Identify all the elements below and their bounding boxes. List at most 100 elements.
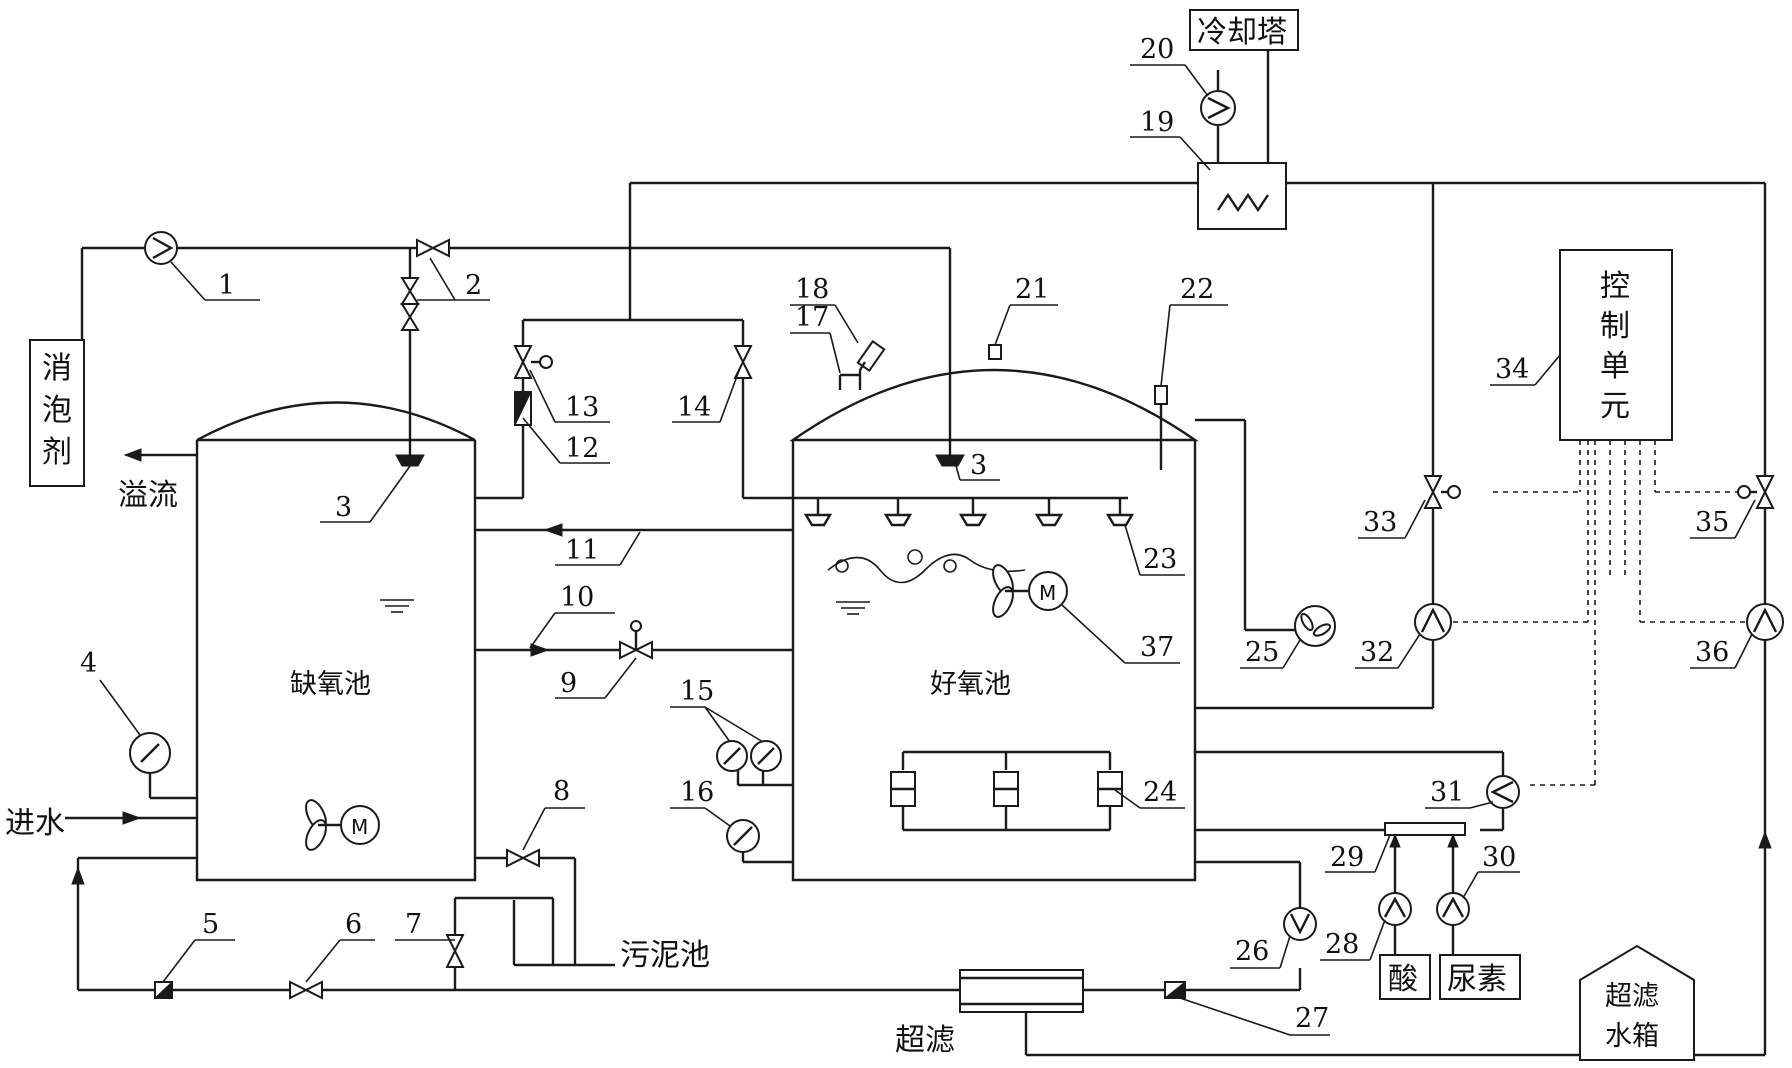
callout-1: 1 xyxy=(218,270,235,301)
callout-10: 10 xyxy=(560,582,594,613)
aerators-icon xyxy=(890,750,1123,832)
callout-24: 24 xyxy=(1143,777,1177,808)
callout-13: 13 xyxy=(565,392,599,423)
heat-exchanger-icon xyxy=(1197,162,1287,230)
uf-tank-label-line1: 超滤 xyxy=(1605,981,1659,1012)
callout-8: 8 xyxy=(553,776,570,807)
callout-7: 7 xyxy=(405,909,422,940)
inlet-label: 进水 xyxy=(5,806,65,841)
aerobic-tank-label: 好氧池 xyxy=(930,669,1011,700)
pump-icon xyxy=(1283,907,1317,941)
pump-icon xyxy=(144,231,178,265)
urea-label: 尿素 xyxy=(1447,962,1507,997)
gauge-icon xyxy=(726,819,760,853)
solenoid-valve-icon xyxy=(1737,475,1775,509)
callout-5: 5 xyxy=(202,909,219,940)
sludge-tank-label: 污泥池 xyxy=(620,938,710,973)
uf-water-tank: 超滤 水箱 xyxy=(1579,944,1695,1061)
control-valve-icon xyxy=(619,620,653,660)
svg-text:M: M xyxy=(351,815,368,839)
ultrafiltration-label: 超滤 xyxy=(895,1023,955,1058)
svg-text:M: M xyxy=(1039,581,1056,605)
pressure-gauge-icon xyxy=(129,732,171,774)
callout-17: 17 xyxy=(795,302,829,333)
mixer-icon: M xyxy=(992,564,1068,618)
urea-tank: 尿素 xyxy=(1439,954,1521,1000)
callout-32: 32 xyxy=(1360,637,1394,668)
probe-icon xyxy=(1154,385,1168,470)
pump-icon xyxy=(1486,775,1520,809)
valve-icon xyxy=(289,980,323,1000)
check-valve-icon xyxy=(153,980,173,999)
callout-18: 18 xyxy=(795,274,829,305)
spray-nozzles-icon xyxy=(750,496,1135,527)
sensor-icon xyxy=(856,339,886,373)
piping xyxy=(65,50,1772,1057)
callout-33: 33 xyxy=(1363,507,1397,538)
water-level-icon xyxy=(836,601,870,615)
antifoam-label: 消 泡 剂 xyxy=(42,351,82,470)
callout-4: 4 xyxy=(80,648,97,679)
pump-icon xyxy=(1200,90,1236,126)
control-unit-label: 控 制 单 元 xyxy=(1600,269,1640,424)
callout-23: 23 xyxy=(1143,544,1177,575)
callout-31: 31 xyxy=(1430,777,1464,808)
callout-25: 25 xyxy=(1245,637,1279,668)
pump-icon xyxy=(1414,603,1452,641)
callout-27: 27 xyxy=(1295,1003,1329,1034)
pump-icon xyxy=(1746,603,1784,641)
callout-29: 29 xyxy=(1330,842,1364,873)
callout-3a: 3 xyxy=(335,492,352,523)
foam-icon xyxy=(827,549,1026,584)
acid-tank: 酸 xyxy=(1379,954,1431,1000)
gauge-pair-icon xyxy=(716,740,782,772)
callout-9: 9 xyxy=(560,668,577,699)
callout-15: 15 xyxy=(680,676,714,707)
mixer-icon: M xyxy=(305,799,380,851)
water-level-icon xyxy=(380,599,414,613)
anoxic-tank-label: 缺氧池 xyxy=(290,669,371,700)
callout-22: 22 xyxy=(1180,274,1214,305)
control-signal-lines xyxy=(1453,440,1745,786)
check-valve-icon xyxy=(1163,980,1186,999)
solenoid-valve-icon xyxy=(1423,475,1461,509)
spray-nozzle-icon xyxy=(935,454,965,467)
valve-icon xyxy=(506,848,540,868)
acid-label: 酸 xyxy=(1388,962,1418,997)
uf-tank-label-line2: 水箱 xyxy=(1605,1021,1659,1052)
valve-icon xyxy=(400,303,420,331)
callout-12: 12 xyxy=(565,433,599,464)
callout-14: 14 xyxy=(677,392,711,423)
overflow: 溢流 xyxy=(118,448,197,513)
cooling-tower: 冷却塔 xyxy=(1189,9,1299,51)
pump-icon xyxy=(1436,892,1470,926)
callout-2: 2 xyxy=(465,270,482,301)
callout-19: 19 xyxy=(1140,107,1174,138)
callout-34: 34 xyxy=(1495,354,1529,385)
pump-icon xyxy=(1378,892,1412,926)
check-valve-icon xyxy=(514,391,532,426)
callout-21: 21 xyxy=(1015,274,1049,305)
callout-16: 16 xyxy=(680,777,714,808)
dosing-manifold-icon xyxy=(1384,822,1466,848)
fan-icon xyxy=(1294,605,1336,647)
callout-28: 28 xyxy=(1325,929,1359,960)
callout-26: 26 xyxy=(1235,936,1269,967)
overflow-label: 溢流 xyxy=(118,478,178,513)
callout-36: 36 xyxy=(1695,637,1729,668)
solenoid-valve-icon xyxy=(513,345,553,379)
antifoam-tank: 消 泡 剂 xyxy=(29,339,85,487)
callouts: 1 2 3 3 4 5 6 7 8 9 10 11 1 xyxy=(80,34,1756,1036)
callout-11: 11 xyxy=(565,535,599,566)
aerobic-tank: 好氧池 M xyxy=(750,368,1199,882)
valve-icon xyxy=(445,934,465,968)
callout-3b: 3 xyxy=(970,450,987,481)
cooling-tower-label: 冷却塔 xyxy=(1197,15,1287,50)
callout-35: 35 xyxy=(1695,507,1729,538)
ultrafilter xyxy=(959,969,1084,1013)
control-unit: 控 制 单 元 xyxy=(1559,249,1673,441)
anoxic-tank: 缺氧池 M xyxy=(195,401,477,882)
spray-nozzle-icon xyxy=(395,454,425,467)
callout-30: 30 xyxy=(1482,842,1516,873)
